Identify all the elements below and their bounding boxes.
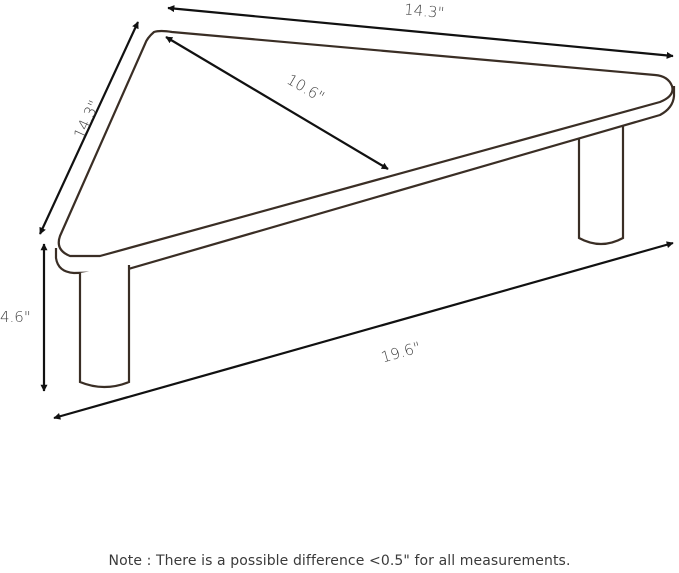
top-width-arrow bbox=[167, 5, 674, 59]
front-width-label: 19.6" bbox=[379, 338, 423, 366]
side-length-label: 14.3" bbox=[70, 97, 103, 141]
depth-arrow bbox=[165, 36, 389, 170]
height-label: 4.6" bbox=[0, 308, 31, 326]
measurement-note: Note : There is a possible difference <0… bbox=[108, 553, 571, 569]
front-width-arrow bbox=[53, 241, 674, 420]
top-width-label: 14.3" bbox=[403, 0, 445, 22]
front-leg bbox=[78, 265, 131, 389]
side-length-arrow bbox=[39, 21, 139, 235]
